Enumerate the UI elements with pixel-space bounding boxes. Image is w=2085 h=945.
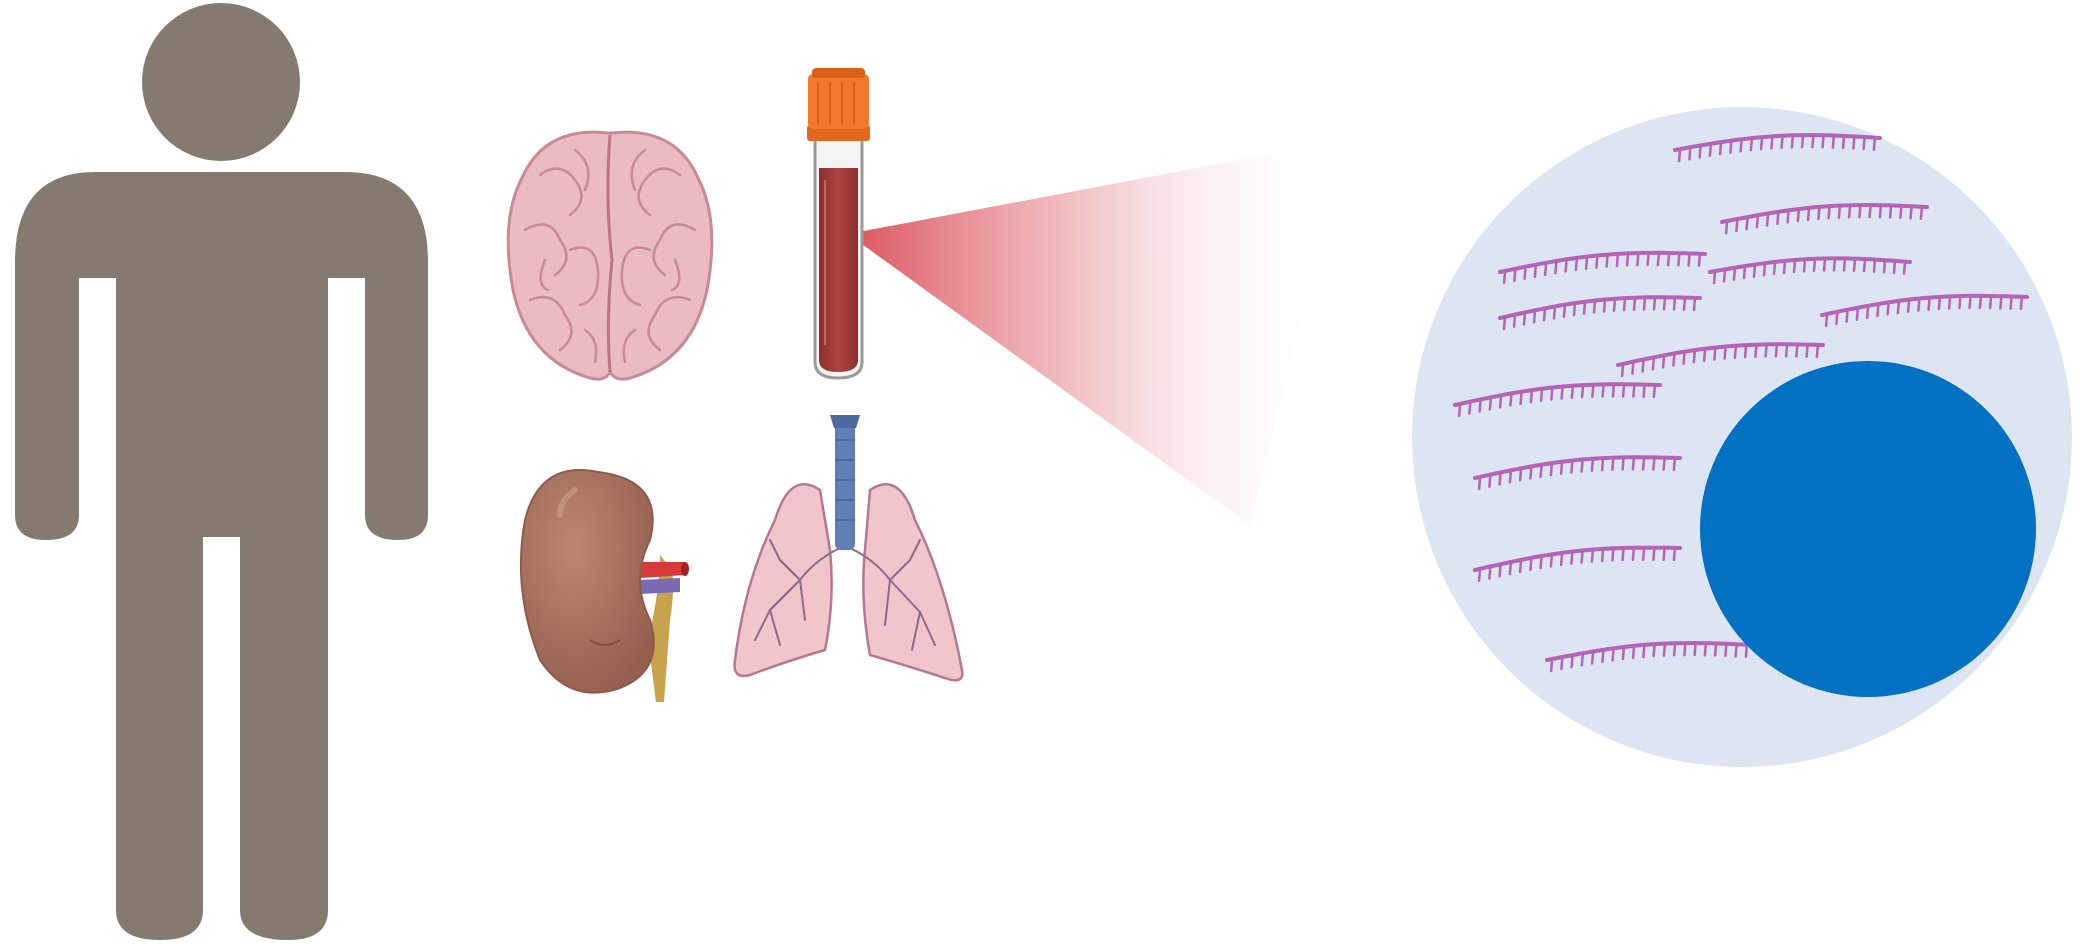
brain-icon (508, 132, 712, 379)
cell (1700, 361, 2036, 697)
magnification-beam (848, 140, 1345, 525)
lungs-icon (735, 415, 963, 680)
blood-tube-icon (807, 68, 870, 378)
kidney-icon (521, 470, 689, 702)
person-icon (15, 3, 428, 940)
